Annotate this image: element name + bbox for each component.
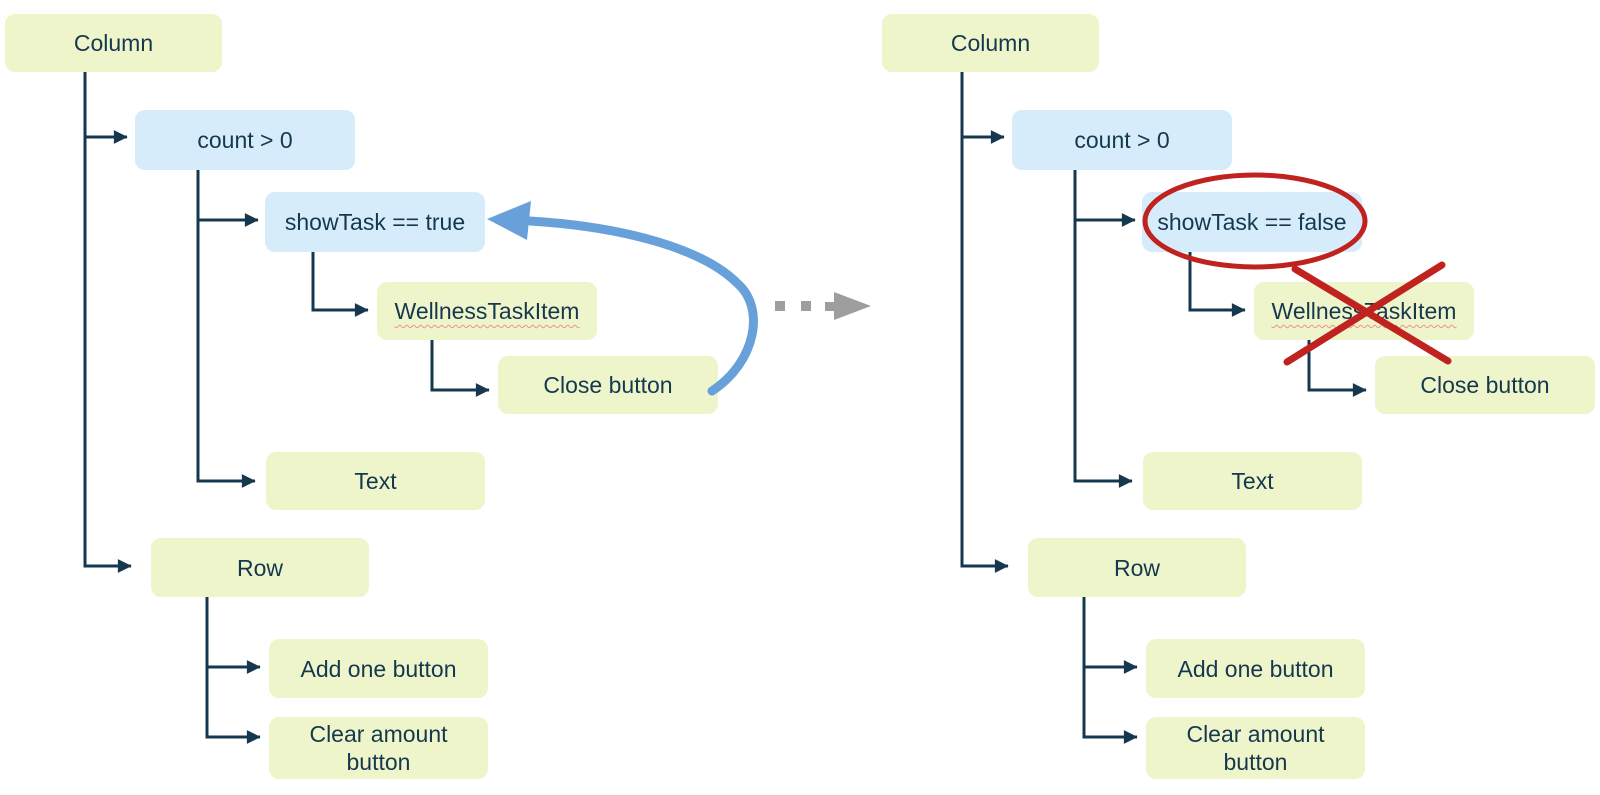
node-label: Close button — [543, 372, 673, 398]
transition-dot — [801, 301, 811, 311]
node-row-right: Row — [1028, 538, 1246, 597]
node-label: Clear amount button — [1186, 721, 1325, 775]
node-count-condition-right: count > 0 — [1012, 110, 1232, 170]
connector-row-to-clear — [207, 597, 261, 744]
node-add-one-button-left: Add one button — [269, 639, 488, 698]
connector-wellness-to-close — [1309, 340, 1367, 397]
node-wellness-task-item-left: WellnessTaskItem — [377, 282, 597, 340]
node-label: Row — [236, 554, 283, 581]
node-text-right: Text — [1143, 452, 1362, 510]
node-column-left: Column — [5, 14, 222, 72]
node-close-button-right: Close button — [1375, 356, 1595, 414]
node-label: Clear amount button — [309, 721, 448, 775]
node-label: Column — [73, 30, 154, 56]
node-label: WellnessTaskItem — [1271, 298, 1457, 324]
node-label: Text — [1231, 468, 1274, 494]
right-tree-connectors — [962, 72, 1367, 744]
node-showtask-condition-left: showTask == true — [265, 192, 485, 252]
connector-column-to-row — [85, 72, 132, 573]
transition-arrow-icon — [775, 292, 871, 320]
loop-arrowhead — [487, 201, 531, 240]
node-label: Add one button — [300, 655, 457, 682]
node-clear-amount-button-left: Clear amount button — [269, 717, 488, 779]
node-close-button-left: Close button — [498, 356, 718, 414]
transition-dash — [825, 302, 836, 311]
node-label: WellnessTaskItem — [394, 298, 580, 324]
node-label: Text — [354, 468, 397, 494]
left-tree-connectors — [85, 72, 490, 744]
connector-showtask-to-wellness — [1190, 252, 1246, 317]
connector-showtask-to-wellness — [313, 252, 369, 317]
connector-count-to-text — [1075, 170, 1133, 488]
connector-column-to-row — [962, 72, 1009, 573]
node-clear-amount-button-right: Clear amount button — [1146, 717, 1365, 779]
node-label: Close button — [1420, 372, 1550, 398]
node-label: count > 0 — [197, 127, 293, 153]
connector-count-to-text — [198, 170, 256, 488]
node-label: Column — [950, 30, 1031, 56]
node-label: showTask == true — [284, 209, 466, 235]
node-text-left: Text — [266, 452, 485, 510]
node-wellness-task-item-right: WellnessTaskItem — [1254, 282, 1474, 340]
node-label: Row — [1113, 554, 1160, 581]
node-label: showTask == false — [1157, 209, 1347, 235]
node-count-condition-left: count > 0 — [135, 110, 355, 170]
transition-dot — [775, 301, 785, 311]
node-add-one-button-right: Add one button — [1146, 639, 1365, 698]
node-label: count > 0 — [1074, 127, 1170, 153]
connector-row-to-clear — [1084, 597, 1138, 744]
connector-wellness-to-close — [432, 340, 490, 397]
transition-arrowhead — [834, 292, 871, 320]
node-showtask-condition-right: showTask == false — [1142, 192, 1362, 252]
node-column-right: Column — [882, 14, 1099, 72]
node-row-left: Row — [151, 538, 369, 597]
node-label: Add one button — [1177, 655, 1334, 682]
